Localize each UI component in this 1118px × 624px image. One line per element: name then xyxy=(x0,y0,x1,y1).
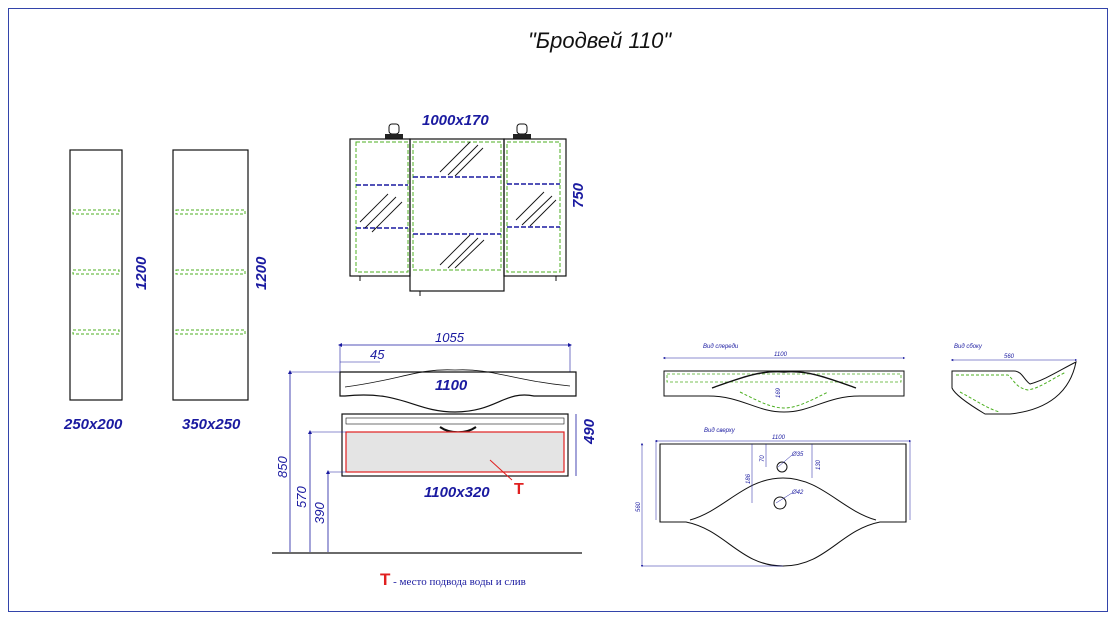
height-570: 570 xyxy=(294,486,309,508)
mirror-height: 750 xyxy=(570,182,587,208)
mirror-size: 1000x170 xyxy=(422,112,489,129)
cabinet-1-size: 250x200 xyxy=(63,416,123,433)
basin-side-label: Вид сбоку xyxy=(954,344,983,350)
basin-top-label: Вид сверху xyxy=(704,428,736,434)
water-marker: T xyxy=(514,481,524,498)
dim-130: 130 xyxy=(816,459,822,470)
vanity-width-inner: 1100 xyxy=(435,377,468,394)
hole-d1: Ø35 xyxy=(791,452,804,458)
legend-text: - место подвода воды и слив xyxy=(393,576,526,588)
cabinet-1-height: 1200 xyxy=(133,256,150,290)
lamp-left-icon xyxy=(385,123,403,139)
basin-top-width: 1100 xyxy=(772,435,786,441)
basin-front-depth: 169 xyxy=(776,387,782,398)
basin-top-depth: 560 xyxy=(636,501,642,512)
basin-side-view: Вид сбоку 560 xyxy=(950,344,1078,415)
lamp-right-icon xyxy=(513,123,531,139)
tall-cabinet-2: 1200 350x250 xyxy=(172,149,270,433)
drawing-title: "Бродвей 110" xyxy=(528,28,672,53)
cabinet-2-size: 350x250 xyxy=(182,416,241,433)
drawer-size: 1100x320 xyxy=(424,484,490,501)
tall-cabinet-1: 1200 250x200 xyxy=(63,149,150,433)
basin-front-label: Вид спереди xyxy=(703,344,739,350)
legend: T - место подвода воды и слив xyxy=(380,570,526,590)
basin-top-view: Вид сверху 1100 Ø35 Ø42 70 186 130 560 xyxy=(636,428,912,568)
height-850: 850 xyxy=(275,456,290,478)
basin-side-width: 560 xyxy=(1004,354,1015,360)
drawing-frame xyxy=(8,8,1108,612)
vanity-width-outer: 1055 xyxy=(435,330,465,345)
cabinet-2-height: 1200 xyxy=(253,256,270,290)
dim-186: 186 xyxy=(746,473,752,484)
hole-d2: Ø42 xyxy=(791,490,804,496)
vanity-front: 1055 45 1100 1100x320 T 490 850 570 390 xyxy=(272,330,598,554)
basin-front-width: 1100 xyxy=(774,352,788,358)
vanity-height: 490 xyxy=(581,418,598,445)
vanity-offset: 45 xyxy=(370,347,385,362)
mirror-cabinet: 1000x170 750 xyxy=(349,112,587,296)
dim-70: 70 xyxy=(760,455,766,462)
height-390: 390 xyxy=(312,502,327,524)
basin-front-view: Вид спереди 1100 169 xyxy=(662,344,906,413)
legend-marker: T xyxy=(380,570,391,589)
